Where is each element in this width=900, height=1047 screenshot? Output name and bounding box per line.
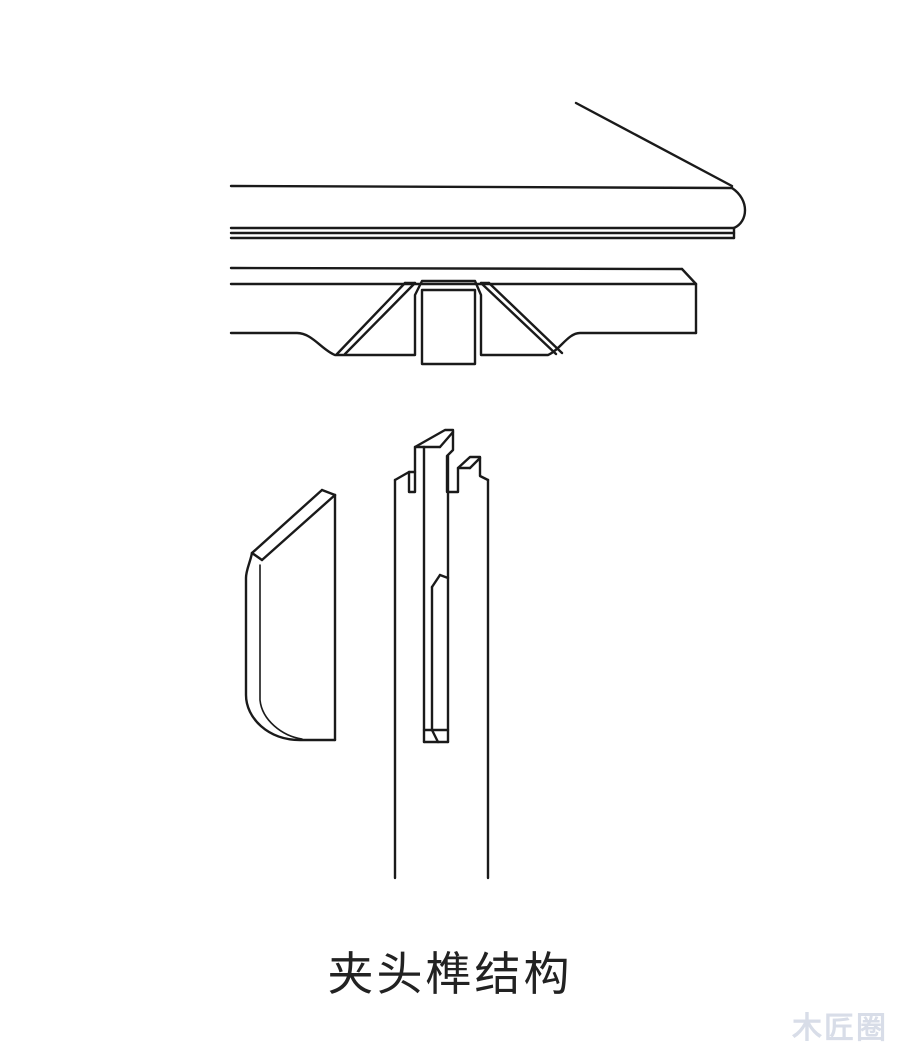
apron-with-spandrels	[229, 266, 698, 366]
tabletop-board	[229, 101, 747, 240]
watermark-logo: 木匠圈	[792, 1011, 888, 1046]
leg-with-tenon	[393, 428, 490, 880]
diagram-caption: 夹头榫结构	[327, 947, 573, 1001]
loose-spandrel-piece	[244, 488, 337, 742]
